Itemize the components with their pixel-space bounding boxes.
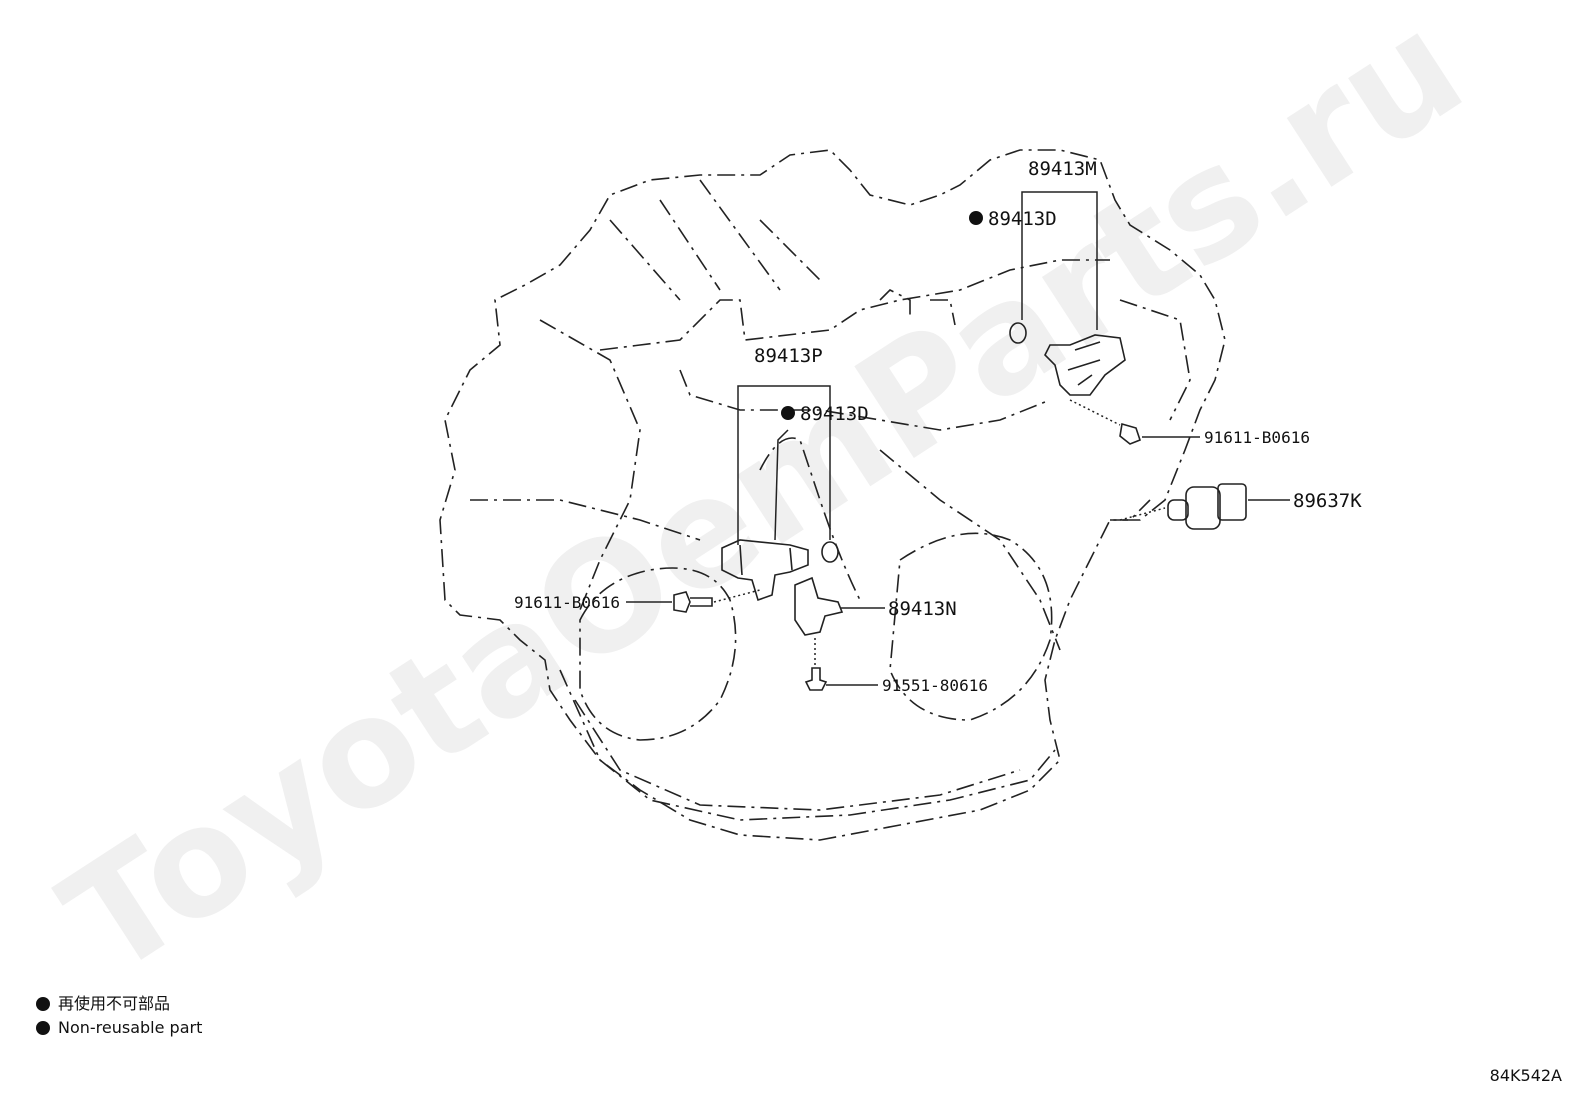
bolt-91611-right <box>1069 399 1200 445</box>
label-89413D-left: 89413D <box>800 403 869 425</box>
label-91611-right: 91611-B0616 <box>1204 428 1310 447</box>
non-reusable-marker-left <box>781 406 795 420</box>
label-89413M: 89413M <box>1028 158 1097 180</box>
label-89413P: 89413P <box>754 345 823 367</box>
legend-text-ja: 再使用不可部品 <box>58 994 171 1013</box>
transmission-housing-outline <box>439 149 1226 841</box>
diagram-code: 84K542A <box>1489 1066 1562 1085</box>
part-89413P-group <box>721 385 839 602</box>
sensor-89413N <box>794 576 885 665</box>
switch-89637K <box>1119 483 1290 530</box>
legend-row-en: Non-reusable part <box>36 1016 202 1040</box>
bolt-91611-left <box>626 589 761 613</box>
part-89413M-group <box>1009 191 1126 396</box>
label-89413N: 89413N <box>888 598 957 620</box>
legend-text-en: Non-reusable part <box>58 1018 203 1037</box>
legend: 再使用不可部品 Non-reusable part <box>36 992 202 1040</box>
non-reusable-marker-right <box>969 211 983 225</box>
label-91551: 91551-80616 <box>882 676 988 695</box>
label-91611-left: 91611-B0616 <box>514 593 620 612</box>
legend-row-ja: 再使用不可部品 <box>36 992 202 1016</box>
watermark-text: ToyotaOemParts.ru <box>35 0 1492 1010</box>
bolt-91551 <box>804 667 878 691</box>
label-89637K: 89637K <box>1293 490 1362 512</box>
bullet-icon <box>36 1021 50 1035</box>
label-89413D-right: 89413D <box>988 208 1057 230</box>
bullet-icon <box>36 997 50 1011</box>
